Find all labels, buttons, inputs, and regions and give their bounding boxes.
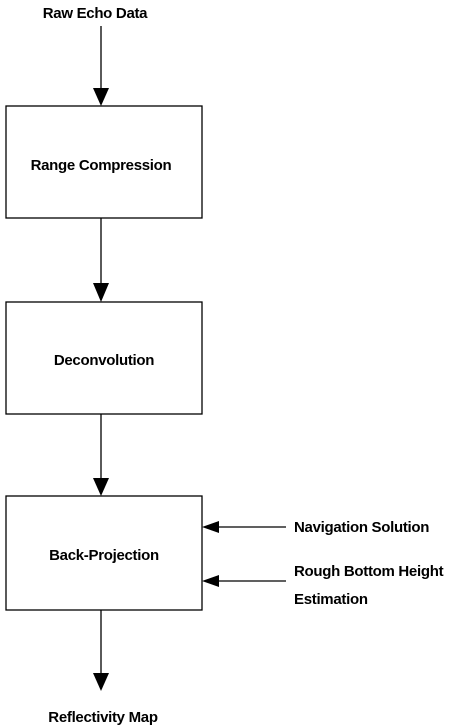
deconvolution-box: Deconvolution (5, 301, 203, 415)
input-label: Raw Echo Data (43, 5, 148, 22)
back-projection-label: Back-Projection (49, 547, 159, 564)
arrow-back-projection-to-output (93, 610, 109, 691)
range-compression-box: Range Compression (5, 105, 203, 219)
output-label: Reflectivity Map (48, 709, 158, 726)
range-compression-label: Range Compression (31, 157, 172, 174)
arrow-input-to-range-compression (93, 26, 109, 106)
arrow-range-compression-to-deconvolution (93, 218, 109, 302)
back-projection-box: Back-Projection (5, 495, 203, 611)
rough-bottom-height-label-line2: Estimation (294, 591, 368, 608)
arrow-rough-bottom-height (202, 575, 286, 587)
rough-bottom-height-label-line1: Rough Bottom Height (294, 563, 444, 580)
arrow-deconvolution-to-back-projection (93, 414, 109, 496)
arrow-navigation-solution (202, 521, 286, 533)
deconvolution-label: Deconvolution (54, 352, 154, 369)
navigation-solution-label: Navigation Solution (294, 519, 429, 536)
